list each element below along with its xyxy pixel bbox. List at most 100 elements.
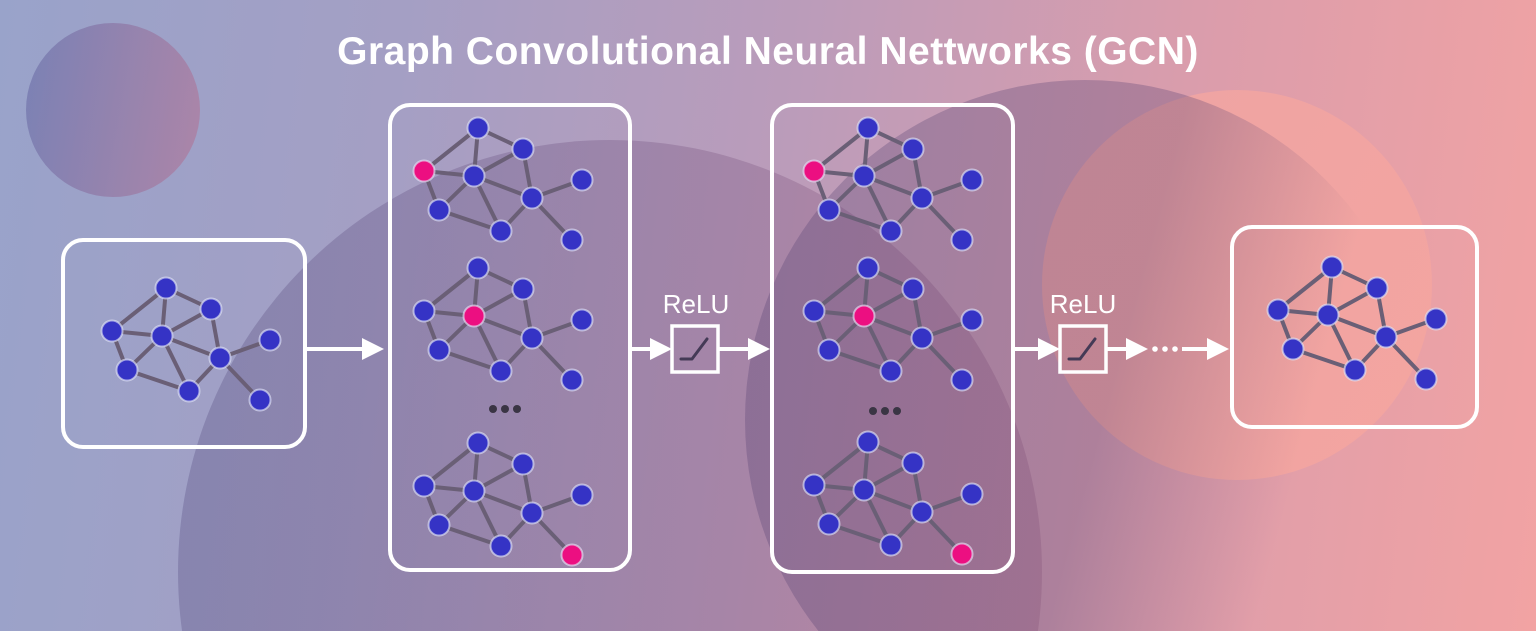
relu-label-2: ReLU [1049,289,1117,319]
graph-node [570,483,594,507]
graph-node [1320,255,1344,279]
relu-activation-box [1058,324,1108,374]
graph-edge [422,126,480,173]
graph-node [412,299,436,323]
continuation-dot [1162,346,1168,352]
hidden-layer-1-box [388,103,632,572]
graph-edge [812,126,870,173]
graph-node [466,431,490,455]
graph-node [1414,367,1438,391]
ellipsis-dot [893,407,901,415]
graph-node [570,308,594,332]
graph-node [910,500,934,524]
graph-node [960,482,984,506]
flow-arrowhead-icon [650,338,672,360]
graph-node [817,198,841,222]
graph-node [511,452,535,476]
graph-node-highlighted [802,159,826,183]
graph-node-highlighted [412,159,436,183]
graph-node [901,137,925,161]
continuation-dot [1172,346,1178,352]
graph-node [511,137,535,161]
graph-node [901,277,925,301]
graph-node [950,368,974,392]
graph-node [489,219,513,243]
graph-node [1365,276,1389,300]
graph-node [960,168,984,192]
graph-node [852,478,876,502]
graph-node [817,338,841,362]
relu-curve-icon [679,337,709,361]
graph-node [115,358,139,382]
output-box [1230,225,1479,429]
graph-node [560,368,584,392]
graph-node [412,474,436,498]
graph-node [856,430,880,454]
graph-node [150,324,174,348]
graph-edge [422,441,480,488]
flow-arrowhead-icon [1038,338,1060,360]
decor-circle-topleft [26,23,200,197]
graph-node [154,276,178,300]
ellipsis-dot [513,405,521,413]
graph-node [520,326,544,350]
graph-node-highlighted [560,543,584,567]
graph-node [258,328,282,352]
graph-node [570,168,594,192]
graph-node [511,277,535,301]
graph-node [856,256,880,280]
graph-node [520,186,544,210]
graph-node [427,198,451,222]
graph-node [199,297,223,321]
graph-node [100,319,124,343]
input-box [61,238,307,449]
graph-node [462,479,486,503]
graph-node-highlighted [462,304,486,328]
relu-activation-box [670,324,720,374]
graph-node [910,326,934,350]
graph-node [462,164,486,188]
ellipsis-dot [869,407,877,415]
diagram-title: Graph Convolutional Neural Nettworks (GC… [337,30,1199,73]
graph-node [1266,298,1290,322]
graph-edge [422,266,480,313]
graph-node [802,299,826,323]
graph-node [560,228,584,252]
graph-node-highlighted [852,304,876,328]
graph-node [901,451,925,475]
graph-node [879,359,903,383]
graph-node [248,388,272,412]
graph-node [856,116,880,140]
hidden-layer-2-box [770,103,1015,574]
graph-node [489,534,513,558]
flow-arrowhead-icon [748,338,770,360]
ellipsis-dot [489,405,497,413]
flow-arrowhead-icon [1126,338,1148,360]
continuation-dot [1152,346,1158,352]
graph-node [802,473,826,497]
graph-edge [110,286,168,333]
graph-node-highlighted [950,542,974,566]
graph-node [852,164,876,188]
graph-node [910,186,934,210]
graph-node [879,533,903,557]
graph-node [960,308,984,332]
graph-node [520,501,544,525]
graph-node [950,228,974,252]
graph-node [466,256,490,280]
relu-curve-icon [1067,337,1097,361]
graph-node [1424,307,1448,331]
graph-node [1374,325,1398,349]
graph-node [1281,337,1305,361]
ellipsis-dot [881,407,889,415]
graph-edge [1276,265,1334,312]
graph-node [427,513,451,537]
graph-node [177,379,201,403]
graph-node [1316,303,1340,327]
flow-arrowhead-icon [1207,338,1229,360]
relu-label-1: ReLU [662,289,730,319]
graph-node [817,512,841,536]
graph-edge [812,266,870,313]
